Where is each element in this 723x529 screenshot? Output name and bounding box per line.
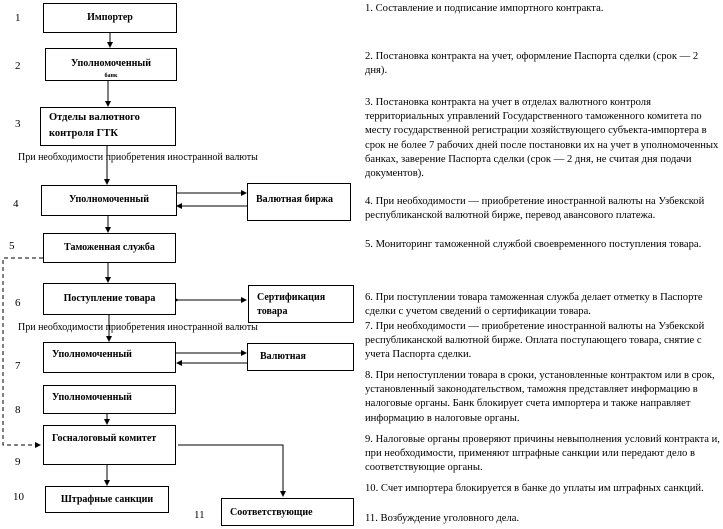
step-description: 1. Составление и подписание импортного к…: [365, 3, 604, 14]
box-label: Сертификация товара: [257, 292, 326, 317]
box-label: Уполномоченный: [52, 392, 132, 403]
step-description: 8. При непоступлении товара в сроки, уст…: [365, 370, 715, 424]
box-authorized-bank-2: Уполномоченный банк: [45, 48, 177, 81]
box-label: Таможенная служба: [64, 242, 155, 253]
box-label: Поступление товара: [63, 293, 156, 304]
box-relevant-authorities: Соответствующие: [221, 498, 354, 526]
box-label: Отделы валютного контроля ГТК: [49, 112, 140, 139]
step-number: 9: [15, 456, 21, 468]
condition-label: При необходимости приобретения иностранн…: [18, 152, 258, 163]
box-label: Уполномоченный: [71, 58, 151, 69]
step-description: 5. Мониторинг таможенной службой своевре…: [365, 239, 702, 250]
step-number: 5: [9, 240, 15, 252]
condition-label: При необходимости приобретения иностранн…: [18, 322, 258, 333]
box-goods-arrival: Поступление товара: [43, 283, 176, 315]
box-label: Госналоговый комитет: [52, 433, 157, 444]
box-customs: Таможенная служба: [43, 233, 176, 263]
box-label: Импортер: [87, 12, 133, 23]
step-number: 11: [194, 509, 205, 521]
box-label: Уполномоченный: [69, 194, 149, 205]
arrow-9-11: [178, 444, 286, 497]
step-description: 6. При поступлении товара таможенная слу…: [365, 292, 703, 318]
box-label-cut: банк: [104, 73, 118, 79]
box-tax-committee: Госналоговый комитет: [43, 425, 176, 465]
step-description: 7. При необходимости — приобретение инос…: [365, 321, 705, 361]
step-number: 4: [13, 198, 19, 210]
step-description: 4. При необходимости — приобретение инос…: [365, 196, 705, 222]
step-number: 2: [15, 60, 21, 72]
box-certification: Сертификация товара: [248, 285, 354, 323]
box-label: Соответствующие: [230, 507, 313, 518]
step-description: 11. Возбуждение уголовного дела.: [365, 513, 520, 524]
step-number: 8: [15, 404, 21, 416]
step-number: 10: [13, 491, 24, 503]
box-penalties: Штрафные санкции: [45, 486, 169, 513]
box-authorized-bank-4: Уполномоченный: [41, 185, 177, 216]
step-number: 7: [15, 360, 21, 372]
step-number: 1: [15, 12, 21, 24]
step-description: 9. Налоговые органы проверяют причины не…: [365, 434, 720, 474]
step-number: 3: [15, 118, 21, 130]
box-currency-exchange-7: Валютная: [247, 343, 354, 371]
box-currency-control: Отделы валютного контроля ГТК: [40, 107, 176, 146]
step-description: 10. Счет импортера блокируется в банке д…: [365, 483, 704, 494]
step-description: 3. Постановка контракта на учет в отдела…: [365, 97, 719, 180]
box-currency-exchange-4: Валютная биржа: [247, 183, 351, 221]
box-importer: Импортер: [43, 3, 177, 33]
box-label: Уполномоченный: [52, 349, 132, 360]
dashed-arrow-5-9: [2, 257, 43, 448]
step-number: 6: [15, 297, 21, 309]
box-label: Валютная биржа: [256, 194, 334, 205]
box-label: Валютная: [260, 351, 306, 362]
box-authorized-bank-7: Уполномоченный: [43, 342, 176, 373]
step-description: 2. Постановка контракта на учет, оформле…: [365, 51, 699, 77]
box-authorized-bank-8: Уполномоченный: [43, 385, 176, 414]
box-label: Штрафные санкции: [60, 494, 154, 505]
